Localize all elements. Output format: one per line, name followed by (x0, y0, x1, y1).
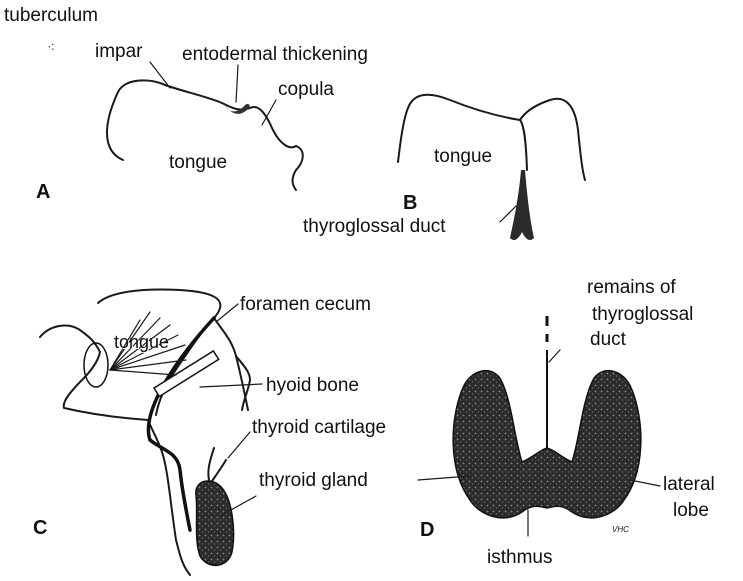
label-tongue-b: tongue (434, 147, 492, 166)
panel-letter-a: A (36, 182, 50, 202)
label-thyroglossal-duct: thyroglossal duct (303, 217, 446, 236)
label-foramen-cecum: foramen cecum (240, 295, 371, 314)
label-tuberculum: tuberculum (4, 6, 98, 25)
label-impar: impar (95, 42, 143, 61)
label-tongue-a: tongue (169, 153, 227, 172)
panel-letter-d: D (420, 520, 434, 540)
panel-c-cartilage (208, 448, 226, 484)
label-lateral: lateral (663, 475, 715, 494)
label-isthmus: isthmus (487, 548, 552, 567)
panel-d-pointer-lateral (630, 480, 660, 486)
label-thyroid-cartilage: thyroid cartilage (252, 418, 386, 437)
panel-b-tongue-right (520, 99, 585, 180)
label-tongue-c: tongue (114, 333, 169, 351)
label-lobe: lobe (673, 501, 709, 520)
panel-a-pointer-impar (150, 62, 170, 88)
label-thyroid-gland: thyroid gland (259, 471, 368, 490)
label-remains-of: remains of (587, 278, 676, 297)
panel-c-pointer-hyoid (200, 384, 262, 387)
panel-d-pointer-remains (549, 350, 560, 362)
panel-c-mandible (84, 343, 108, 387)
panel-c-duct-lower (150, 440, 190, 530)
panel-a-tongue-outline (107, 80, 296, 160)
panel-a-tail (293, 146, 303, 190)
label-entodermal-thickening: entodermal thickening (182, 45, 368, 64)
panel-c-pointer-foramen (216, 304, 238, 322)
panel-a-speck: ⁖ (47, 39, 55, 55)
panel-b-duct (510, 170, 534, 240)
panel-a-pointer-thickening (236, 65, 238, 102)
panel-b-pointer-duct (500, 206, 516, 222)
panel-c-pointer-cartilage (228, 432, 250, 458)
panel-c-thyroid (196, 481, 234, 565)
artist-signature: VHC (612, 526, 629, 534)
label-thyroglossal: thyroglossal (592, 305, 693, 324)
label-copula: copula (278, 80, 334, 99)
label-hyoid-bone: hyoid bone (266, 376, 359, 395)
label-duct: duct (590, 330, 626, 349)
panel-letter-c: C (33, 518, 47, 538)
panel-letter-b: B (403, 193, 417, 213)
